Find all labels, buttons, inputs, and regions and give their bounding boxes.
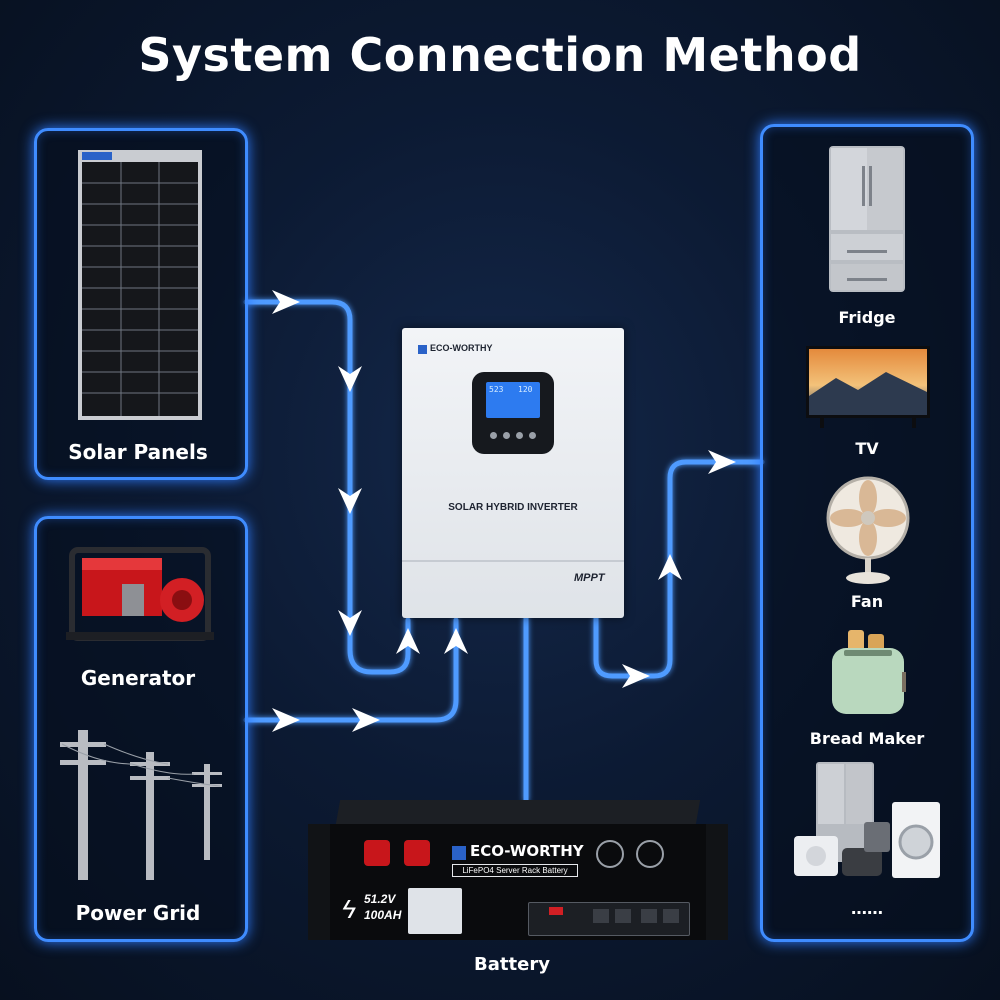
line-grid-to-inverter [243,617,459,723]
inverter-unit: ECO-WORTHY 523 120 SOLAR HYBRID INVERTER… [402,328,624,618]
inverter-display-panel: 523 120 [472,372,554,454]
line-solar-to-inverter [243,299,411,675]
arrow-right-icon [622,664,650,688]
lcd-value-left: 523 [489,385,504,394]
arrow-down-icon [338,610,362,636]
arrow-right-icon [272,290,300,314]
arrow-up-icon [396,628,420,654]
positive-terminal-icon [404,840,430,866]
line-inverter-to-loads [593,459,765,679]
inverter-button [529,432,536,439]
inverter-name: SOLAR HYBRID INVERTER [448,502,578,513]
ethernet-port-icon [663,909,679,923]
inverter-button [516,432,523,439]
arrow-right-icon [272,708,300,732]
generator-icon [66,547,214,641]
battery-top-cover [335,800,701,824]
battery-breaker [408,888,462,934]
inverter-button [503,432,510,439]
ethernet-port-icon [593,909,609,923]
inverter-button [490,432,497,439]
battery-capacity: 100AH [364,908,402,922]
battery-voltage: 51.2V [364,892,396,906]
battery-bracket-right [704,824,728,940]
arrow-right-icon [708,450,736,474]
tv-label: TV [855,439,879,458]
battery-bracket-left [308,824,332,940]
fridge-label: Fridge [838,308,896,327]
ethernet-port-icon [641,909,657,923]
fan-label: Fan [850,592,884,611]
page-title: System Connection Method [138,28,862,82]
battery-unit: ECO-WORTHY LiFePO4 Server Rack Battery ϟ… [308,800,728,940]
fridge-icon [829,146,905,292]
arrow-up-icon [444,628,468,654]
inverter-tech: MPPT [574,572,605,584]
negative-terminal-icon [636,840,664,868]
dip-switch-icon [549,907,563,915]
more-appliances-label: …… [851,899,883,918]
fan-icon [826,476,910,584]
negative-terminal-icon [596,840,624,868]
battery-model: LiFePO4 Server Rack Battery [452,864,578,877]
power-grid-label: Power Grid [75,901,201,925]
appliances-icon [794,762,940,878]
solar-panel-icon [78,150,202,420]
power-grid-icon [60,730,222,880]
tv-icon [806,346,930,428]
battery-brand: ECO-WORTHY [470,842,584,860]
inverter-brand-logo-icon [418,345,427,354]
positive-terminal-icon [364,840,390,866]
bread-maker-label: Bread Maker [809,729,925,748]
bread-maker-icon [832,630,906,714]
arrow-down-icon [338,488,362,514]
battery-brand-logo-icon [452,846,466,860]
inverter-brand: ECO-WORTHY [430,343,493,353]
ethernet-port-icon [615,909,631,923]
arrow-up-icon [658,554,682,580]
solar-panels-label: Solar Panels [68,440,208,464]
battery-label: Battery [474,954,550,975]
arrow-right-icon [352,708,380,732]
generator-label: Generator [80,666,196,690]
inverter-lcd-screen: 523 120 [486,382,540,418]
lcd-value-right: 120 [518,385,533,394]
arrow-down-icon [338,366,362,392]
bolt-icon: ϟ [342,894,356,924]
battery-port-panel [528,902,690,936]
battery-front-panel: ECO-WORTHY LiFePO4 Server Rack Battery ϟ… [330,824,706,940]
